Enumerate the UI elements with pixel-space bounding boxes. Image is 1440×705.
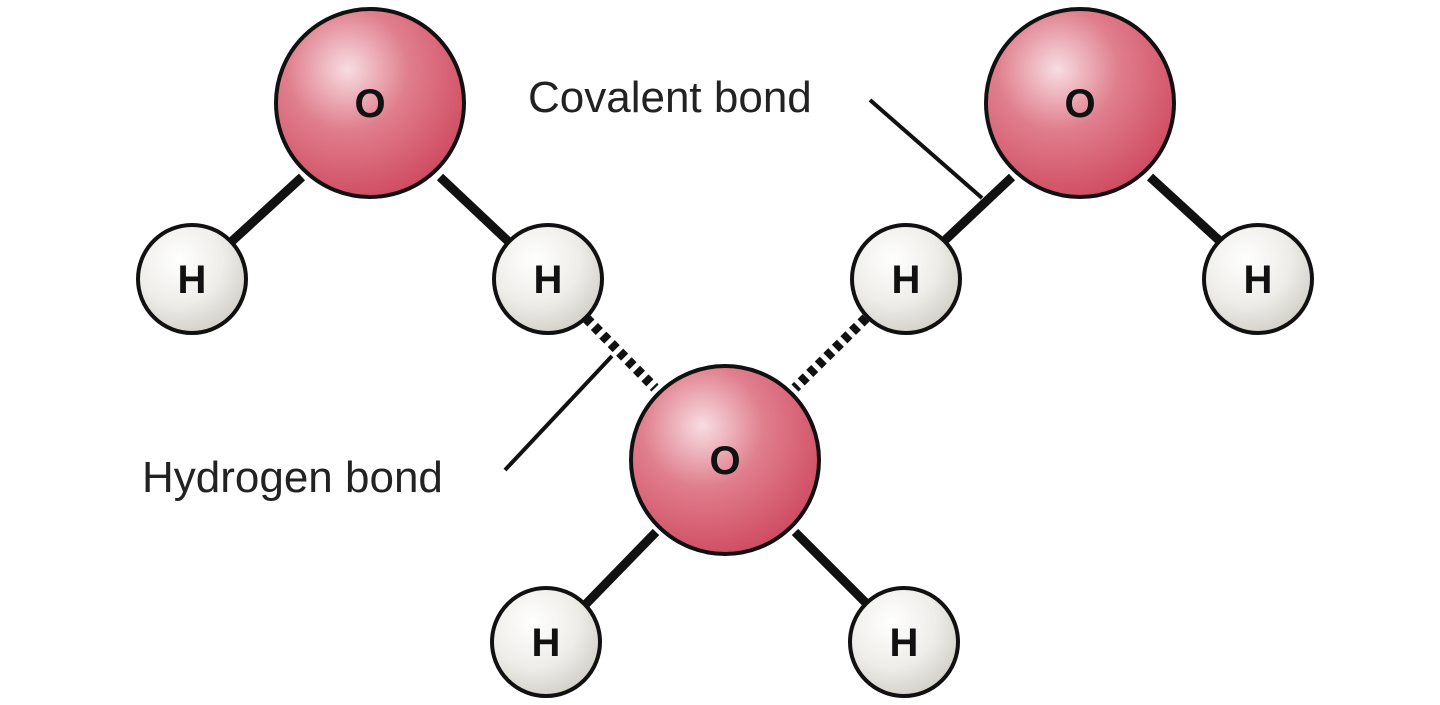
covalent-bond-line (226, 173, 306, 247)
hydrogen-atom: H (850, 223, 962, 335)
hydrogen-symbol: H (178, 258, 207, 302)
oxygen-atom: O (984, 7, 1176, 199)
covalent-bond-leader (868, 98, 984, 200)
hydrogen-symbol: H (534, 258, 563, 302)
hydrogen-atom: H (848, 586, 960, 698)
hydrogen-atom: H (136, 223, 248, 335)
hydrogen-symbol: H (532, 621, 561, 665)
hydrogen-bonds (582, 314, 870, 392)
covalent-bond-line (436, 173, 514, 247)
hydrogen-bond-line (791, 314, 870, 392)
hydrogen-bond-label: Hydrogen bond (142, 453, 443, 502)
covalent-bonds (226, 173, 1226, 609)
hydrogen-atom: H (490, 586, 602, 698)
hydrogen-bond-line (582, 314, 659, 392)
covalent-bond-line (581, 528, 660, 609)
covalent-bond-label: Covalent bond (528, 73, 812, 122)
covalent-bond-line (1146, 173, 1226, 247)
oxygen-atom: O (274, 7, 466, 199)
oxygen-symbol: O (354, 82, 385, 126)
hydrogen-symbol: H (890, 621, 919, 665)
covalent-bond-line (938, 173, 1016, 247)
hydrogen-atom: H (492, 223, 604, 335)
oxygen-symbol: O (1064, 82, 1095, 126)
covalent-bond-line (791, 528, 872, 609)
hydrogen-symbol: H (892, 258, 921, 302)
hydrogen-bond-leader (503, 354, 614, 472)
hydrogen-symbol: H (1244, 258, 1273, 302)
leader-lines (503, 98, 984, 472)
oxygen-symbol: O (709, 439, 740, 483)
hydrogen-atom: H (1202, 223, 1314, 335)
oxygen-atom: O (629, 364, 821, 556)
